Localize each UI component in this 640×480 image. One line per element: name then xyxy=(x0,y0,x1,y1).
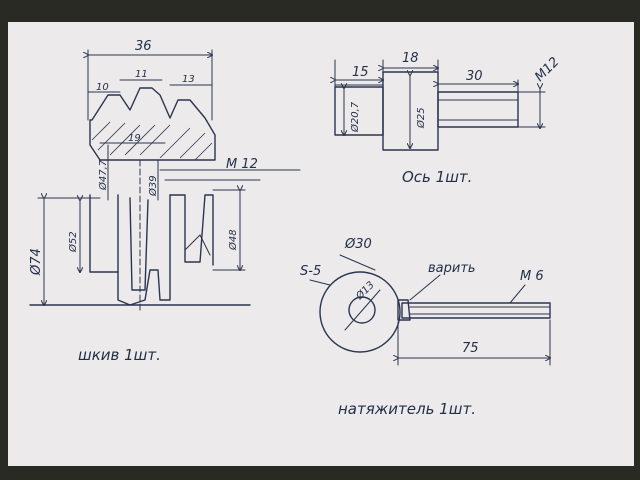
pulley-caption: шкив 1шт. xyxy=(78,346,161,364)
tensioner-thickness: S-5 xyxy=(300,264,321,279)
pulley-dim-bore: Ø47,7 xyxy=(97,159,109,191)
tensioner-length: 75 xyxy=(462,341,479,356)
axle-caption: Ось 1шт. xyxy=(402,168,472,186)
axle-dim-30: 30 xyxy=(466,69,483,84)
pulley-dim-inner: Ø39 xyxy=(147,175,159,197)
tensioner-caption: натяжитель 1шт. xyxy=(338,400,476,418)
paper xyxy=(8,22,634,466)
pulley-dim-outer: Ø74 xyxy=(29,248,44,276)
axle-dim-15: 15 xyxy=(352,65,369,80)
pulley-hatching xyxy=(91,121,213,161)
tensioner-disc-dia: Ø30 xyxy=(344,237,372,252)
pulley-dim-10: 10 xyxy=(96,82,109,93)
tensioner-drawing: S-5 Ø30 Ø13 варить M 6 75 натяжитель 1шт… xyxy=(300,237,550,418)
axle-dia-center: Ø25 xyxy=(415,107,427,129)
pulley-dim-19: 19 xyxy=(128,133,141,144)
pulley-dim-13: 13 xyxy=(182,74,195,85)
tensioner-weld-note: варить xyxy=(428,261,476,276)
pulley-dim-right-bore: Ø48 xyxy=(227,229,239,251)
tensioner-thread: M 6 xyxy=(520,269,544,284)
axle-dia-left: Ø20,7 xyxy=(349,101,361,133)
pulley-dim-11: 11 xyxy=(135,69,148,80)
pulley-dim-mid: Ø52 xyxy=(67,231,79,253)
pulley-thread: M 12 xyxy=(226,157,258,172)
pulley-dim-36: 36 xyxy=(135,39,152,54)
axle-dim-18: 18 xyxy=(402,51,419,66)
pulley-drawing: 36 10 11 13 19 Ø47,7 Ø39 Ø74 Ø52 Ø48 M 1… xyxy=(29,39,301,364)
